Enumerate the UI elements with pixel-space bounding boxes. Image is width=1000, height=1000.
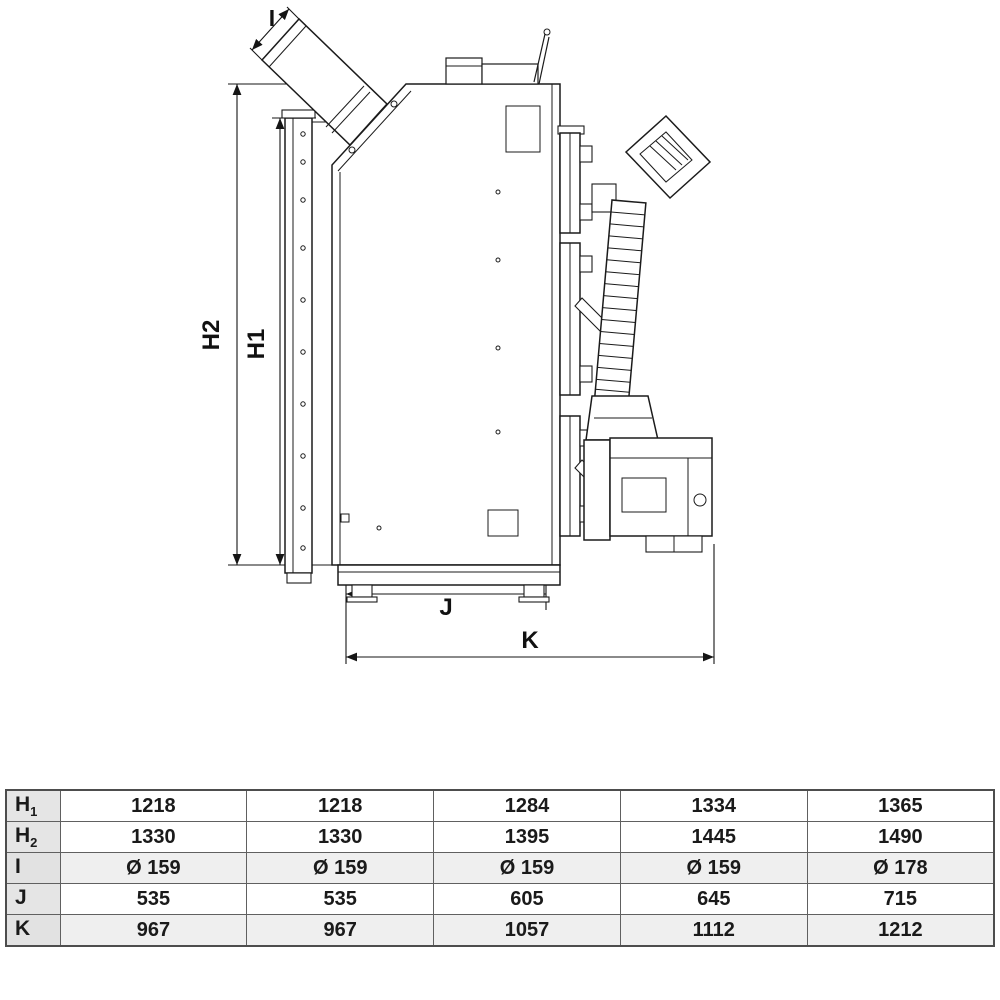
dim-value-cell: 967 [246, 914, 435, 947]
dim-value-cell: 1057 [433, 914, 621, 947]
front-panel [281, 109, 316, 584]
dim-value-cell: 967 [59, 914, 248, 947]
dim-value-cell: 1112 [619, 914, 808, 947]
dim-label-h1: H1 [243, 329, 270, 360]
dim-value-cell: Ø 178 [806, 852, 995, 884]
flexible-hose [593, 199, 647, 402]
dimension-k [346, 544, 715, 664]
dim-value-cell: 535 [246, 883, 435, 915]
dim-value-cell: 1334 [619, 789, 808, 822]
pellet-burner [583, 395, 713, 553]
dim-label-cell: H2 [5, 821, 61, 853]
table-row-h1: H1 1218 1218 1284 1334 1365 [5, 789, 995, 822]
table-row-j: J 535 535 605 645 715 [5, 883, 995, 915]
dimension-table: H1 1218 1218 1284 1334 1365 H2 1330 1330… [5, 789, 995, 947]
dim-value-cell: 1284 [433, 789, 621, 822]
pellet-feeder [591, 114, 712, 213]
dim-value-cell: 1490 [806, 821, 995, 853]
dim-value-cell: Ø 159 [59, 852, 248, 884]
dim-value-cell: 1330 [246, 821, 435, 853]
dim-label-i: I [269, 5, 275, 31]
dimension-table-wrap: H1 1218 1218 1284 1334 1365 H2 1330 1330… [5, 789, 995, 947]
dim-value-cell: 535 [59, 883, 248, 915]
dim-value-cell: 1218 [59, 789, 248, 822]
dim-value-cell: Ø 159 [246, 852, 435, 884]
dim-value-cell: 1330 [59, 821, 248, 853]
dim-label-cell: I [5, 852, 61, 884]
side-cover-top [557, 125, 593, 234]
dim-value-cell: Ø 159 [619, 852, 808, 884]
dim-value-cell: 1365 [806, 789, 995, 822]
dim-value-cell: 1218 [246, 789, 435, 822]
table-row-i: I Ø 159 Ø 159 Ø 159 Ø 159 Ø 178 [5, 852, 995, 884]
table-row-k: K 967 967 1057 1112 1212 [5, 914, 995, 947]
dim-label-h2: H2 [198, 320, 225, 351]
dim-label-cell: J [5, 883, 61, 915]
dimension-labels: H2 H1 I J K [198, 5, 539, 654]
dim-label-cell: H1 [5, 789, 61, 822]
base-frame [337, 564, 561, 603]
dimension-i [249, 6, 300, 61]
boiler-technical-drawing: H2 H1 I J K [198, 5, 715, 664]
dim-value-cell: 1212 [806, 914, 995, 947]
dim-value-cell: 1395 [433, 821, 621, 853]
side-cover-middle [559, 242, 615, 396]
dim-value-cell: 605 [433, 883, 621, 915]
dim-label-k: K [521, 627, 539, 654]
dim-value-cell: 645 [619, 883, 808, 915]
dim-label-cell: K [5, 914, 61, 947]
dim-label-j: J [439, 594, 452, 621]
table-row-h2: H2 1330 1330 1395 1445 1490 [5, 821, 995, 853]
dim-value-cell: Ø 159 [433, 852, 621, 884]
dimension-h2 [228, 83, 338, 566]
dim-value-cell: 715 [806, 883, 995, 915]
dim-value-cell: 1445 [619, 821, 808, 853]
